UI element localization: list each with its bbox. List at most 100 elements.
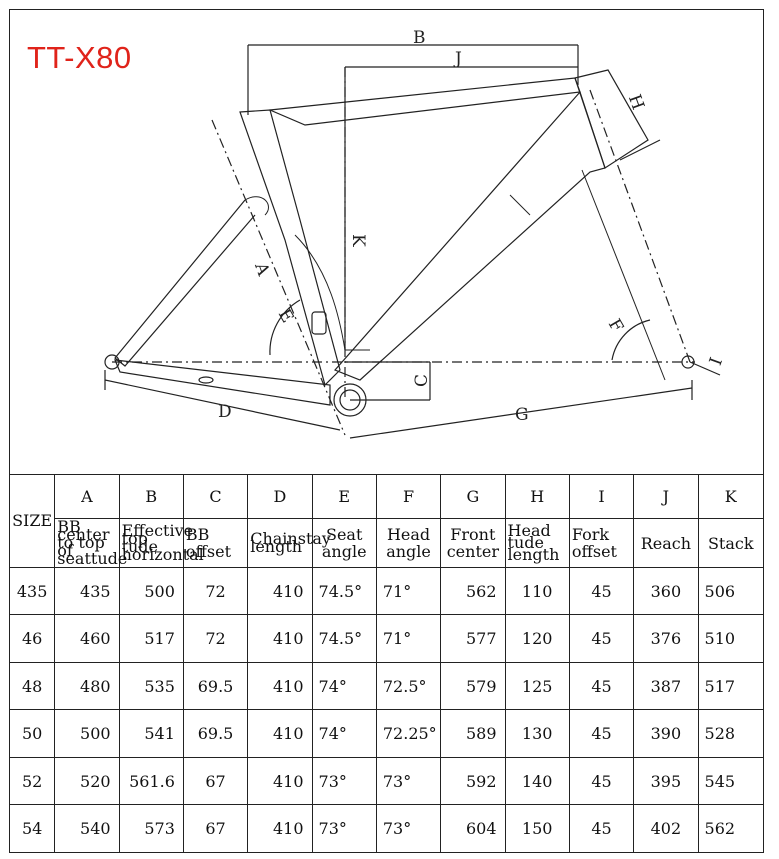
col-letter: G	[440, 473, 506, 520]
table-cell: 125	[504, 661, 570, 711]
col-letter: I	[568, 473, 635, 520]
table-cell: 520	[54, 756, 120, 806]
drawing-frame	[9, 9, 764, 853]
table-cell: 387	[633, 661, 699, 711]
table-cell: 45	[568, 661, 635, 711]
table-cell: 140	[504, 756, 570, 806]
table-cell: 360	[633, 566, 699, 616]
table-cell: 573	[118, 804, 184, 853]
table-cell: 74°	[311, 709, 377, 758]
model-title: TT-X80	[27, 40, 132, 75]
table-cell: 45	[568, 709, 635, 758]
col-letter: E	[311, 473, 377, 520]
col-letter: D	[247, 473, 313, 520]
table-cell: 541	[118, 709, 184, 758]
size-cell: 435	[8, 566, 56, 616]
top-tube	[267, 77, 581, 126]
size-cell: 48	[8, 661, 56, 711]
col-letter: A	[54, 473, 120, 520]
label-c: C	[412, 374, 432, 387]
table-cell: 545	[697, 756, 765, 806]
table-cell: 45	[568, 756, 635, 806]
table-cell: 73°	[311, 804, 377, 853]
table-cell: 150	[504, 804, 570, 853]
size-header: SIZE	[8, 474, 56, 568]
table-cell: 410	[247, 709, 313, 758]
seat-tube	[239, 109, 341, 387]
label-f: F	[604, 316, 627, 336]
table-cell: 562	[440, 566, 506, 616]
col-description: Head tude length	[504, 518, 570, 568]
col-description: Reach	[633, 518, 699, 568]
header-description-row: BB center to top of seattude Effective t…	[10, 518, 765, 568]
table-cell: 540	[54, 804, 120, 853]
header-letter-row: SIZE A B C D E F G H I J K	[8, 473, 765, 568]
table-cell: 376	[633, 614, 699, 663]
col-description: Chainstay length	[247, 518, 331, 568]
dimension-b	[247, 44, 579, 115]
col-letter: H	[504, 473, 570, 520]
down-tube	[333, 90, 606, 381]
label-d: D	[218, 402, 232, 422]
size-cell: 50	[8, 709, 56, 758]
head-tube	[574, 69, 661, 169]
dimension-j	[344, 66, 578, 350]
chain-stay	[114, 359, 331, 406]
table-cell: 120	[504, 614, 570, 663]
table-cell: 402	[633, 804, 699, 853]
col-letter: J	[633, 473, 699, 520]
table-cell: 500	[54, 709, 120, 758]
label-h: H	[624, 92, 648, 113]
size-cell: 46	[8, 614, 56, 663]
table-cell: 45	[568, 614, 635, 663]
table-cell: 510	[697, 614, 765, 663]
table-cell: 410	[247, 756, 313, 806]
size-cell: 54	[8, 804, 56, 853]
table-cell: 562	[697, 804, 765, 853]
table-cell: 73°	[311, 756, 377, 806]
seat-stay	[114, 199, 256, 367]
table-cell: 561.6	[118, 756, 184, 806]
col-letter: C	[182, 473, 249, 520]
table-cell: 69.5	[182, 661, 249, 711]
size-cell: 52	[8, 756, 56, 806]
table-cell: 592	[440, 756, 506, 806]
table-cell: 110	[504, 566, 570, 616]
col-letter: F	[375, 473, 442, 520]
label-k: K	[348, 234, 368, 247]
table-cell: 410	[247, 566, 313, 616]
table-cell: 604	[440, 804, 506, 853]
label-a: A	[250, 259, 274, 279]
table-cell: 517	[118, 614, 184, 663]
label-g: G	[515, 405, 529, 425]
frame-geometry-drawing: B J H K A E F C D G I	[104, 28, 727, 439]
col-letter: K	[697, 473, 765, 520]
col-description: Stack	[697, 518, 765, 568]
table-cell: 45	[568, 566, 635, 616]
table-cell: 130	[504, 709, 570, 758]
table-cell: 517	[697, 661, 765, 711]
label-i: I	[706, 355, 727, 368]
table-cell: 67	[182, 756, 249, 806]
table-cell: 72.25°	[375, 709, 442, 758]
table-cell: 410	[247, 661, 313, 711]
table-cell: 73°	[375, 756, 442, 806]
table-cell: 74°	[311, 661, 377, 711]
table-cell: 45	[568, 804, 635, 853]
table-cell: 480	[54, 661, 120, 711]
table-cell: 69.5	[182, 709, 249, 758]
geometry-table: SIZE A B C D E F G H I J K BB center to …	[8, 473, 765, 853]
table-cell: 390	[633, 709, 699, 758]
table-cell: 72	[182, 566, 249, 616]
table-cell: 71°	[375, 614, 442, 663]
label-j: J	[453, 49, 462, 69]
table-cell: 528	[697, 709, 765, 758]
table-cell: 506	[697, 566, 765, 616]
col-description: BB center to top of seattude	[54, 518, 127, 568]
table-cell: 579	[440, 661, 506, 711]
